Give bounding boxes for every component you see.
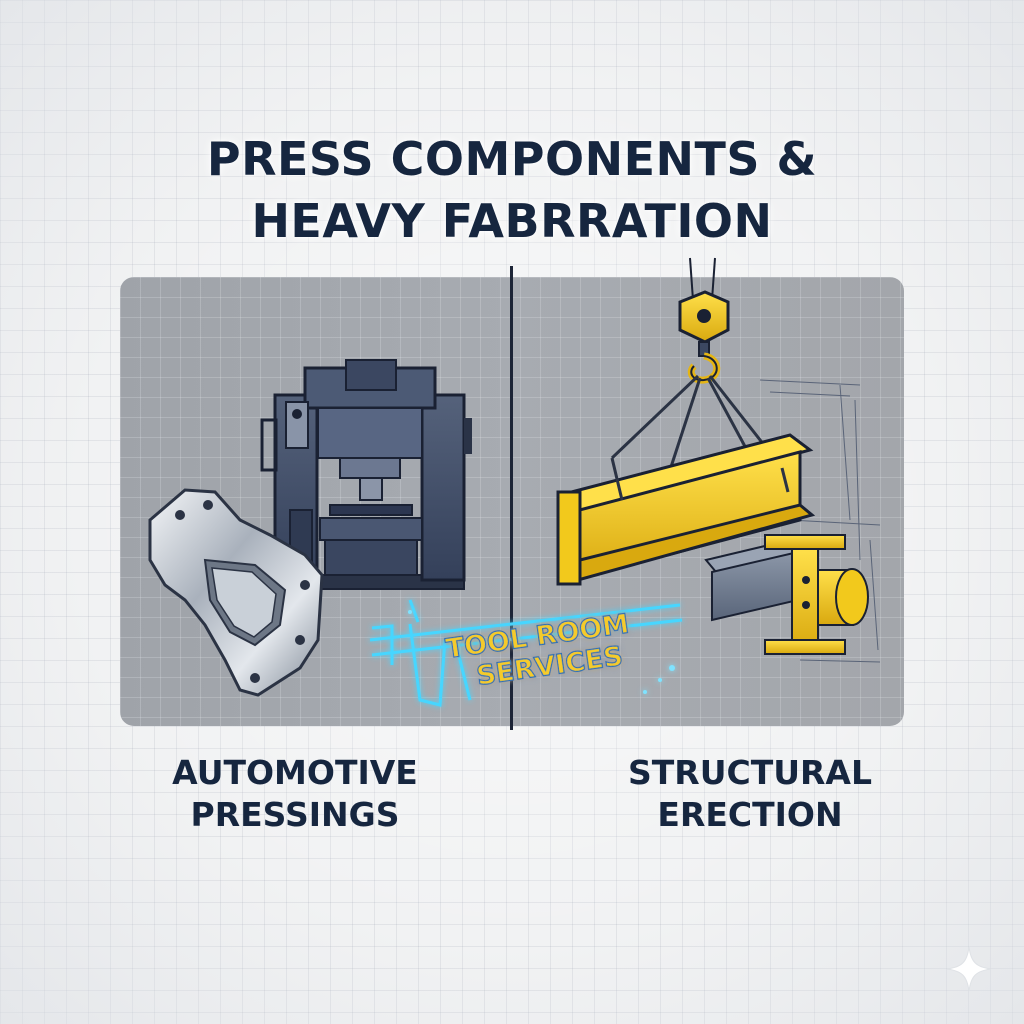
sparkle-icon bbox=[946, 946, 992, 992]
caliper-icon bbox=[369, 599, 683, 707]
tool-room-badge: TOOL ROOM SERVICES bbox=[443, 608, 631, 693]
caption-left-line-2: PRESSINGS bbox=[190, 795, 400, 834]
page-title: PRESS COMPONENTS & HEAVY FABRRATION bbox=[0, 128, 1024, 252]
steel-i-beam-icon bbox=[556, 433, 816, 586]
crane-hook-icon bbox=[678, 257, 730, 384]
caption-automotive-pressings: AUTOMOTIVE PRESSINGS bbox=[120, 752, 470, 836]
steel-column-icon bbox=[764, 534, 869, 655]
title-line-2: HEAVY FABRRATION bbox=[251, 194, 773, 248]
lifting-slings bbox=[610, 374, 784, 471]
panel-divider bbox=[510, 266, 513, 730]
glow-dots bbox=[408, 610, 675, 694]
drafting-lines bbox=[759, 379, 881, 663]
metal-bracket-icon bbox=[148, 488, 324, 697]
caption-left-line-1: AUTOMOTIVE bbox=[172, 753, 418, 792]
steel-channel-icon bbox=[704, 538, 802, 622]
title-line-1: PRESS COMPONENTS & bbox=[206, 132, 818, 186]
caption-right-line-2: ERECTION bbox=[657, 795, 843, 834]
caption-structural-erection: STRUCTURAL ERECTION bbox=[590, 752, 910, 836]
caption-right-line-1: STRUCTURAL bbox=[628, 753, 872, 792]
